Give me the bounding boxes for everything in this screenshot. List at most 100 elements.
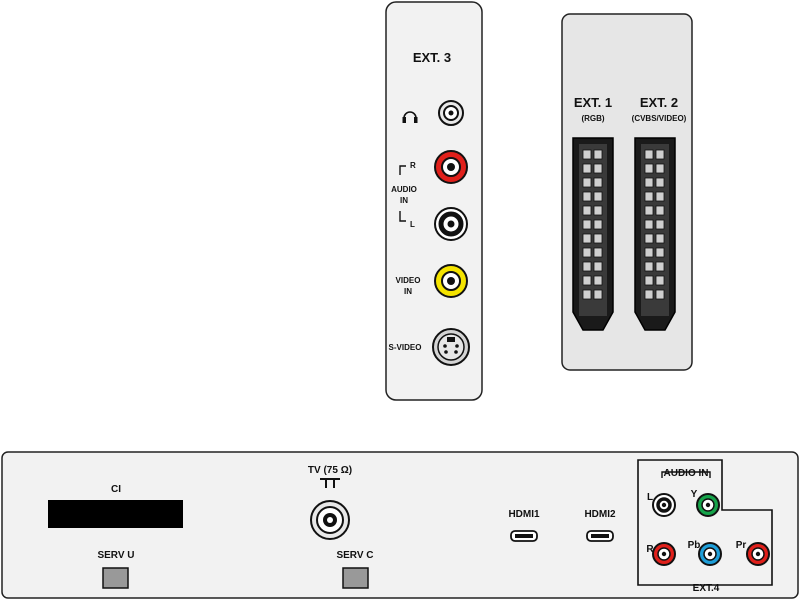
ext2-subtitle: (CVBS/VIDEO) (632, 114, 687, 123)
hdmi2-label: HDMI2 (584, 509, 616, 520)
scart-pin (582, 205, 592, 216)
ext4-pb-jack[interactable] (698, 542, 722, 566)
scart-pin (644, 247, 654, 258)
scart-pin (582, 177, 592, 188)
scart-pin (655, 233, 665, 244)
ext1-subtitle: (RGB) (581, 114, 604, 123)
audio-in-label-1: AUDIO (391, 185, 417, 194)
scart-pin (644, 233, 654, 244)
scart-pin (644, 275, 654, 286)
antenna-icon (320, 478, 340, 488)
ext4-audio-r-jack[interactable] (652, 542, 676, 566)
audio-in-l-jack[interactable] (434, 207, 468, 241)
scart-pin (644, 205, 654, 216)
ext4-audio-in-label: AUDIO IN (664, 468, 709, 479)
ci-slot[interactable] (48, 500, 183, 528)
bottom-panel: CI SERV U TV (75 Ω) SERV C HDMI1 HDMI2 (1, 451, 799, 599)
tv-antenna-jack[interactable] (310, 500, 350, 540)
hdmi1-port[interactable] (510, 530, 538, 542)
scart-pin (593, 163, 603, 174)
audio-in-bracket (661, 471, 711, 478)
serv-u-port[interactable] (102, 567, 129, 589)
scart-pin (593, 149, 603, 160)
audio-in-label-2: IN (400, 196, 408, 205)
scart-pin (655, 247, 665, 258)
ext4-y-label: Y (691, 489, 698, 500)
ext4-r-label: R (646, 544, 654, 555)
ext2-scart-connector[interactable] (634, 137, 676, 331)
scart-pin (593, 191, 603, 202)
serv-u-label: SERV U (97, 550, 134, 561)
ext4-audio-l-jack[interactable] (652, 493, 676, 517)
scart-pin (593, 247, 603, 258)
scart-pin (593, 261, 603, 272)
scart-pin (655, 261, 665, 272)
scart-pin (582, 163, 592, 174)
audio-bracket-bottom (399, 211, 406, 222)
scart-pin (582, 261, 592, 272)
ext4-l-label: L (647, 492, 653, 503)
scart-pin (593, 205, 603, 216)
ext1-title: EXT. 1 (574, 95, 612, 110)
scart-pin (644, 289, 654, 300)
scart-pin (644, 261, 654, 272)
scart-pin (593, 177, 603, 188)
scart-pin (655, 219, 665, 230)
scart-pin (655, 205, 665, 216)
svideo-jack[interactable] (432, 328, 470, 366)
scart-pin (593, 289, 603, 300)
hdmi1-label: HDMI1 (508, 509, 540, 520)
scart-panel: EXT. 1 (RGB) EXT. 2 (CVBS/VIDEO) (561, 13, 693, 371)
scart-pin (644, 219, 654, 230)
scart-pin (582, 233, 592, 244)
scart-pin (582, 219, 592, 230)
scart-pin (655, 191, 665, 202)
ext4-pb-label: Pb (688, 540, 701, 551)
headphone-icon (402, 111, 418, 123)
video-in-label-2: IN (404, 287, 412, 296)
scart-pin (655, 275, 665, 286)
scart-pin (582, 247, 592, 258)
scart-pin (655, 177, 665, 188)
ext4-pr-jack[interactable] (746, 542, 770, 566)
audio-l-label: L (410, 220, 415, 229)
hdmi2-port[interactable] (586, 530, 614, 542)
scart-pin (644, 177, 654, 188)
scart-pin (582, 191, 592, 202)
scart-pin (655, 149, 665, 160)
scart-pin (582, 289, 592, 300)
ext1-scart-connector[interactable] (572, 137, 614, 331)
ci-label: CI (111, 484, 121, 495)
headphone-jack[interactable] (438, 100, 464, 126)
ext4-y-jack[interactable] (696, 493, 720, 517)
audio-r-label: R (410, 161, 416, 170)
ext4-block: AUDIO IN L Y R Pb (637, 459, 773, 594)
ext4-label: EXT.4 (693, 583, 720, 594)
audio-bracket-top (399, 165, 406, 175)
scart-pin (644, 191, 654, 202)
scart-pin (593, 233, 603, 244)
scart-pin (644, 149, 654, 160)
scart-pin (593, 219, 603, 230)
scart-pin (582, 275, 592, 286)
scart-pin (655, 163, 665, 174)
serv-c-label: SERV C (336, 550, 373, 561)
scart-pin (593, 275, 603, 286)
ext3-panel-frame (385, 1, 483, 401)
ext4-pr-label: Pr (736, 540, 747, 551)
tv-label: TV (75 Ω) (308, 465, 352, 476)
video-in-jack[interactable] (434, 264, 468, 298)
video-in-label-1: VIDEO (396, 276, 421, 285)
scart-pin (644, 163, 654, 174)
ext4-frame (637, 459, 773, 586)
ext2-title: EXT. 2 (640, 95, 678, 110)
scart-pin (582, 149, 592, 160)
serv-c-port[interactable] (342, 567, 369, 589)
audio-in-r-jack[interactable] (434, 150, 468, 184)
svideo-label: S-VIDEO (389, 343, 422, 352)
scart-pin (655, 289, 665, 300)
ext3-title: EXT. 3 (413, 50, 451, 65)
bottom-panel-frame (1, 451, 799, 599)
ext3-panel: EXT. 3 R AUDIO IN L V (385, 1, 483, 401)
